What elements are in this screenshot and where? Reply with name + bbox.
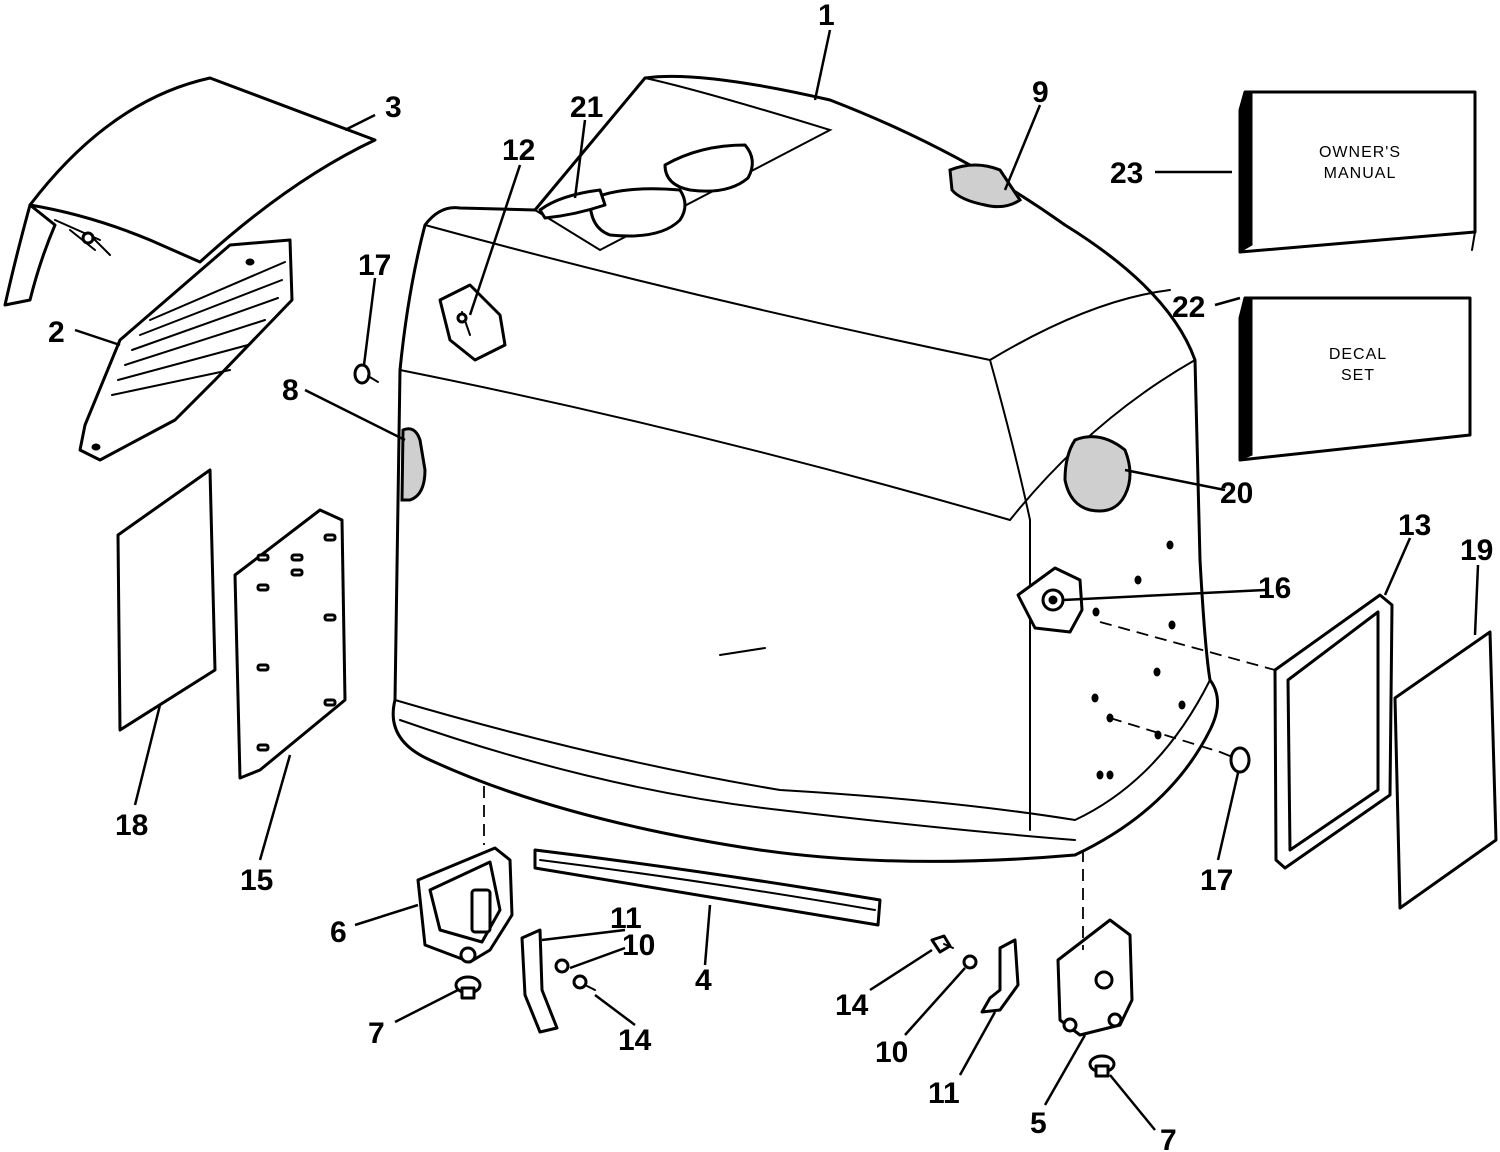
screw-right [1219, 746, 1251, 774]
foam-pad-left [400, 427, 427, 502]
grommet-with-screw [438, 283, 507, 362]
seal-strip [533, 848, 882, 927]
cover-mounting-holes [1091, 540, 1186, 780]
screw-left [353, 363, 379, 385]
foam-pad-top [948, 163, 1023, 209]
bolt-right [930, 934, 954, 954]
callout-1: 1 [818, 0, 835, 32]
callout-4: 4 [695, 964, 712, 997]
decal-set-line1: DECAL [1329, 346, 1387, 363]
latch-right [1056, 918, 1134, 1037]
callout-10-left: 10 [622, 929, 655, 962]
callout-2: 2 [48, 316, 65, 349]
callout-14-right: 14 [835, 989, 869, 1022]
motor-cover [391, 74, 1219, 863]
callout-17-right: 17 [1200, 864, 1233, 897]
callout-23: 23 [1110, 157, 1143, 190]
bracket-right [980, 938, 1020, 1014]
bolt-left [572, 974, 596, 991]
callout-22: 22 [1172, 291, 1205, 324]
callout-16: 16 [1258, 572, 1291, 605]
callout-6: 6 [330, 916, 347, 949]
alignment-line-screw [1109, 717, 1221, 753]
callout-7-left: 7 [368, 1017, 385, 1050]
callout-13: 13 [1398, 509, 1431, 542]
left-side-panel [233, 508, 347, 780]
callout-3: 3 [385, 91, 402, 124]
callout-8: 8 [282, 374, 299, 407]
air-intake-grille [78, 238, 294, 462]
callout-19: 19 [1460, 534, 1493, 567]
callout-14-left: 14 [618, 1024, 652, 1057]
callout-21: 21 [570, 91, 603, 124]
callout-17-left: 17 [358, 249, 391, 282]
callout-9: 9 [1032, 76, 1049, 109]
callout-20: 20 [1220, 477, 1253, 510]
left-side-decal [116, 468, 217, 732]
washer-left [554, 958, 570, 974]
bracket-left [520, 928, 559, 1034]
right-gasket-frame [1273, 593, 1394, 870]
washer-right [962, 954, 978, 970]
rubber-stop-right [1088, 1054, 1116, 1078]
owners-manual-line1: OWNER'S [1319, 144, 1401, 161]
alignment-line-gasket [1099, 621, 1276, 671]
foam-pad-right [1063, 435, 1132, 513]
callout-11-right: 11 [928, 1077, 960, 1110]
callout-10-right: 10 [875, 1036, 908, 1069]
grommet-right [1016, 566, 1084, 634]
callout-15: 15 [240, 864, 273, 897]
callout-5: 5 [1030, 1107, 1047, 1140]
panel-slots [256, 533, 337, 752]
leader-lines [74, 29, 1480, 1131]
callout-7-right: 7 [1160, 1124, 1177, 1152]
owners-manual-box: OWNER'S MANUAL [1238, 90, 1477, 254]
callout-numbers: 1 2 3 4 5 6 7 7 8 9 10 10 11 11 12 13 14… [48, 0, 1493, 1152]
owners-manual-line2: MANUAL [1324, 165, 1397, 182]
decal-set-box: DECAL SET [1238, 296, 1472, 462]
callout-11-left: 11 [610, 902, 642, 935]
callout-12: 12 [502, 134, 535, 167]
latch-left [416, 846, 514, 964]
rubber-stop-left [454, 975, 482, 1000]
right-side-decal [1393, 630, 1498, 910]
air-silencer-cover [3, 76, 377, 307]
callout-18: 18 [115, 809, 148, 842]
decal-set-line2: SET [1341, 367, 1375, 384]
